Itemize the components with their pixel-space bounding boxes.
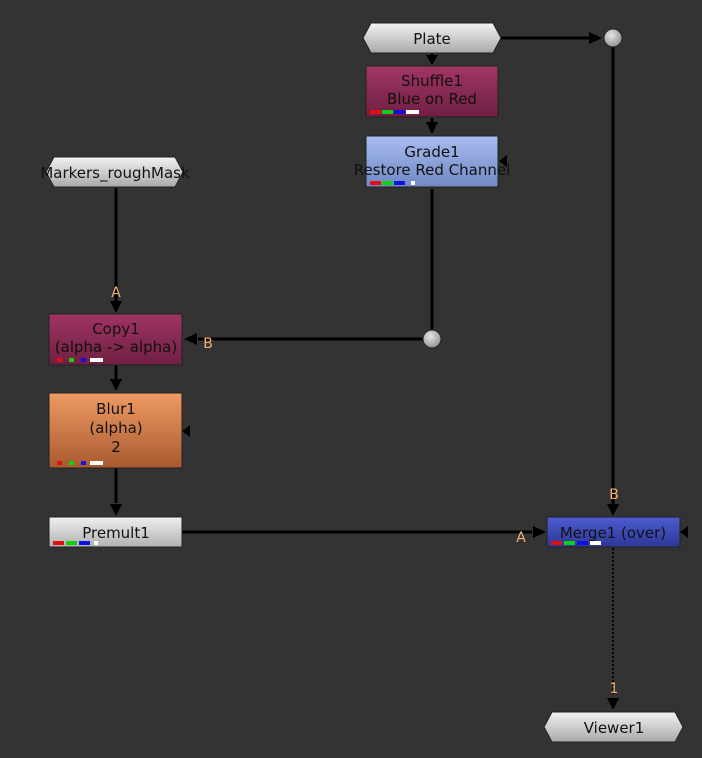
merge1-channel-indicator [551, 541, 601, 545]
copy1-detail: (alpha -> alpha) [55, 338, 177, 356]
blur1-channel-indicator [57, 461, 103, 465]
copy1-input-b-label: B [203, 336, 213, 352]
node-grade1[interactable]: Grade1 Restore Red Channel [354, 135, 511, 188]
blur-mask-input-arrow [182, 425, 190, 437]
blur1-detail: (alpha) [89, 419, 142, 437]
dot-node-top[interactable] [603, 28, 623, 48]
copy1-channel-indicator [57, 358, 103, 362]
node-blur1[interactable]: Blur1 (alpha) 2 [48, 392, 183, 469]
arrow-into-copy-b [184, 333, 197, 345]
arrowheads [110, 32, 688, 710]
copy1-name: Copy1 [92, 320, 140, 338]
arrow-into-viewer [607, 698, 619, 710]
plate-label: Plate [413, 30, 451, 48]
premult1-channel-indicator [53, 541, 98, 545]
viewer1-label: Viewer1 [584, 719, 645, 737]
merge-mask-input-arrow [680, 526, 688, 538]
grade1-channel-indicator [370, 181, 415, 185]
node-markers-roughmask[interactable]: Markers_roughMask [40, 156, 190, 188]
node-shuffle1[interactable]: Shuffle1 Blue on Red [365, 65, 499, 118]
shuffle1-detail: Blue on Red [387, 90, 477, 108]
grade1-detail: Restore Red Channel [354, 161, 511, 179]
arrow-into-grade [426, 122, 438, 134]
dot-node-mid[interactable] [422, 329, 442, 349]
blur1-name: Blur1 [96, 400, 136, 418]
premult1-name: Premult1 [82, 524, 150, 542]
node-premult1[interactable]: Premult1 [48, 516, 183, 548]
arrow-into-shuffle [426, 55, 438, 65]
shuffle1-channel-indicator [370, 110, 419, 114]
node-viewer1[interactable]: Viewer1 [543, 711, 684, 743]
copy1-input-a-label: A [111, 285, 121, 301]
node-merge1[interactable]: Merge1 (over) [546, 516, 681, 548]
merge1-name: Merge1 (over) [560, 524, 666, 542]
arrow-into-merge-a [533, 526, 546, 538]
merge1-input-b-label: B [609, 487, 619, 503]
arrow-into-premult [110, 504, 122, 516]
grade-mask-input-arrow [499, 155, 507, 167]
node-copy1[interactable]: Copy1 (alpha -> alpha) [48, 313, 183, 366]
arrow-into-dot [589, 32, 602, 44]
viewer1-input-1-label: 1 [610, 681, 619, 697]
node-plate[interactable]: Plate [362, 22, 502, 54]
arrow-into-merge-b [607, 504, 619, 516]
arrow-into-copy-a [110, 301, 122, 313]
arrow-into-blur [110, 379, 122, 391]
merge1-input-a-label: A [516, 530, 526, 546]
edges [114, 36, 615, 696]
markers-label: Markers_roughMask [40, 164, 190, 183]
shuffle1-name: Shuffle1 [401, 72, 463, 90]
grade1-name: Grade1 [404, 143, 459, 161]
blur1-size: 2 [111, 438, 121, 456]
